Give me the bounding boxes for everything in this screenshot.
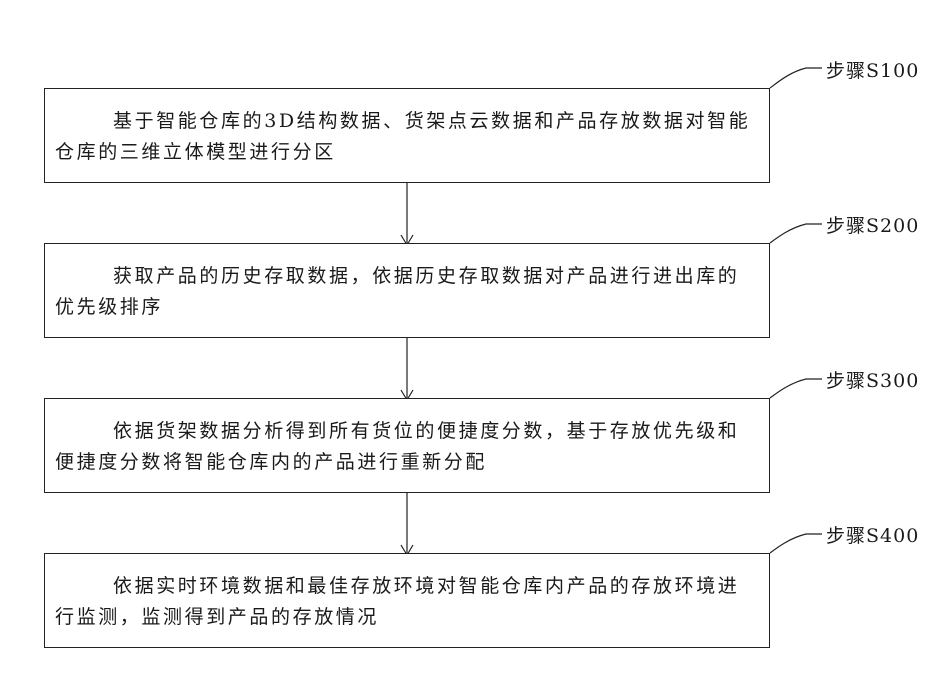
process-text-s200: 获取产品的历史存取数据，依据历史存取数据对产品进行进出库的优先级排序 (55, 261, 755, 323)
leader-line-s200 (770, 224, 822, 243)
process-text-s400: 依据实时环境数据和最佳存放环境对智能仓库内产品的存放环境进行监测，监测得到产品的… (55, 571, 755, 633)
step-label-s100: 步骤S100 (826, 56, 919, 83)
process-text-s300: 依据货架数据分析得到所有货位的便捷度分数，基于存放优先级和便捷度分数将智能仓库内… (55, 416, 755, 478)
process-text-s100: 基于智能仓库的3D结构数据、货架点云数据和产品存放数据对智能仓库的三维立体模型进… (55, 106, 755, 168)
process-box-s300: 依据货架数据分析得到所有货位的便捷度分数，基于存放优先级和便捷度分数将智能仓库内… (44, 398, 770, 493)
arrow-s200-s300 (401, 338, 413, 400)
step-label-s400: 步骤S400 (826, 521, 919, 548)
step-label-s300: 步骤S300 (826, 366, 919, 393)
process-box-s400: 依据实时环境数据和最佳存放环境对智能仓库内产品的存放环境进行监测，监测得到产品的… (44, 553, 770, 648)
process-box-s200: 获取产品的历史存取数据，依据历史存取数据对产品进行进出库的优先级排序 (44, 243, 770, 338)
leader-line-s300 (770, 379, 822, 398)
arrow-s300-s400 (401, 493, 413, 555)
leader-line-s400 (770, 534, 822, 553)
step-label-s200: 步骤S200 (826, 211, 919, 238)
process-box-s100: 基于智能仓库的3D结构数据、货架点云数据和产品存放数据对智能仓库的三维立体模型进… (44, 88, 770, 183)
arrow-s100-s200 (401, 183, 413, 245)
leader-line-s100 (770, 68, 822, 88)
